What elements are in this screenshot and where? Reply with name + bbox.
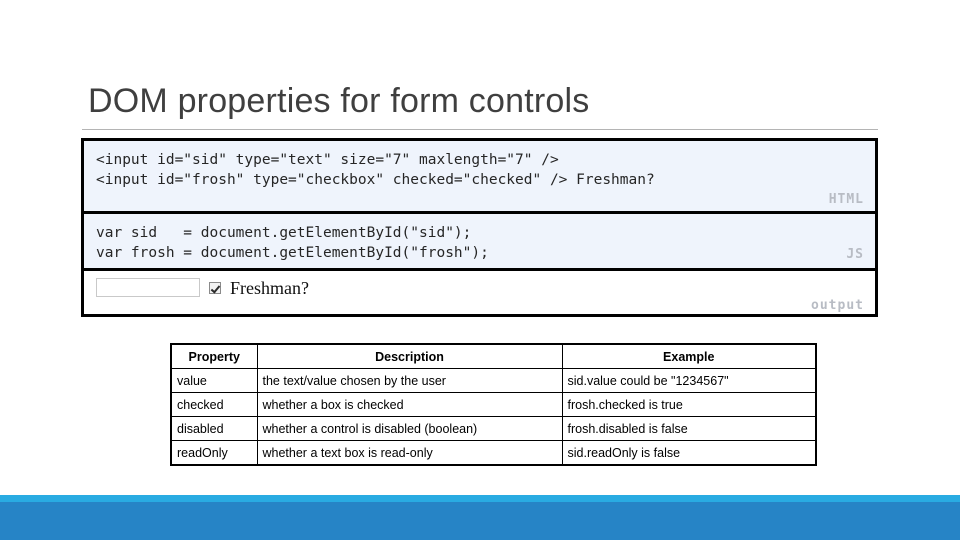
- table-header-property: Property: [170, 343, 258, 369]
- cell-property: checked: [170, 392, 258, 417]
- sid-text-input[interactable]: [96, 278, 200, 297]
- cell-description: whether a box is checked: [256, 392, 563, 417]
- table-header-example: Example: [561, 343, 817, 369]
- table-row: disabled whether a control is disabled (…: [170, 416, 817, 441]
- cell-description: the text/value chosen by the user: [256, 368, 563, 393]
- html-code-line-1: <input id="sid" type="text" size="7" max…: [96, 152, 559, 168]
- cell-example: frosh.checked is true: [561, 392, 817, 417]
- cell-example: frosh.disabled is false: [561, 416, 817, 441]
- cell-description: whether a text box is read-only: [256, 440, 563, 466]
- js-pane-label: JS: [846, 247, 864, 262]
- js-code-pane: var sid = document.getElementById("sid")…: [84, 214, 875, 271]
- table-header-row: Property Description Example: [170, 343, 817, 369]
- cell-example: sid.value could be "1234567": [561, 368, 817, 393]
- footer-bar: [0, 502, 960, 540]
- cell-property: readOnly: [170, 440, 258, 466]
- cell-example: sid.readOnly is false: [561, 440, 817, 466]
- js-code-line-2: var frosh = document.getElementById("fro…: [96, 245, 489, 261]
- html-code-pane: <input id="sid" type="text" size="7" max…: [84, 141, 875, 214]
- title-divider: [82, 129, 878, 130]
- html-pane-label: HTML: [828, 192, 864, 207]
- frosh-checkbox-label: Freshman?: [230, 277, 309, 298]
- table-row: readOnly whether a text box is read-only…: [170, 440, 817, 466]
- html-code-line-2: <input id="frosh" type="checkbox" checke…: [96, 172, 655, 188]
- js-code-line-1: var sid = document.getElementById("sid")…: [96, 225, 472, 241]
- table-header-description: Description: [256, 343, 563, 369]
- cell-property: value: [170, 368, 258, 393]
- table-row: value the text/value chosen by the user …: [170, 368, 817, 393]
- output-form-row: Freshman?: [96, 278, 863, 297]
- output-pane-label: output: [811, 298, 864, 313]
- footer-accent-bar: [0, 495, 960, 502]
- table-row: checked whether a box is checked frosh.c…: [170, 392, 817, 417]
- frosh-checkbox[interactable]: [209, 281, 221, 294]
- cell-description: whether a control is disabled (boolean): [256, 416, 563, 441]
- dom-properties-table: Property Description Example value the t…: [170, 343, 817, 466]
- output-pane: Freshman? output: [84, 271, 875, 314]
- cell-property: disabled: [170, 416, 258, 441]
- code-example-card: <input id="sid" type="text" size="7" max…: [81, 138, 878, 317]
- page-title: DOM properties for form controls: [88, 82, 590, 120]
